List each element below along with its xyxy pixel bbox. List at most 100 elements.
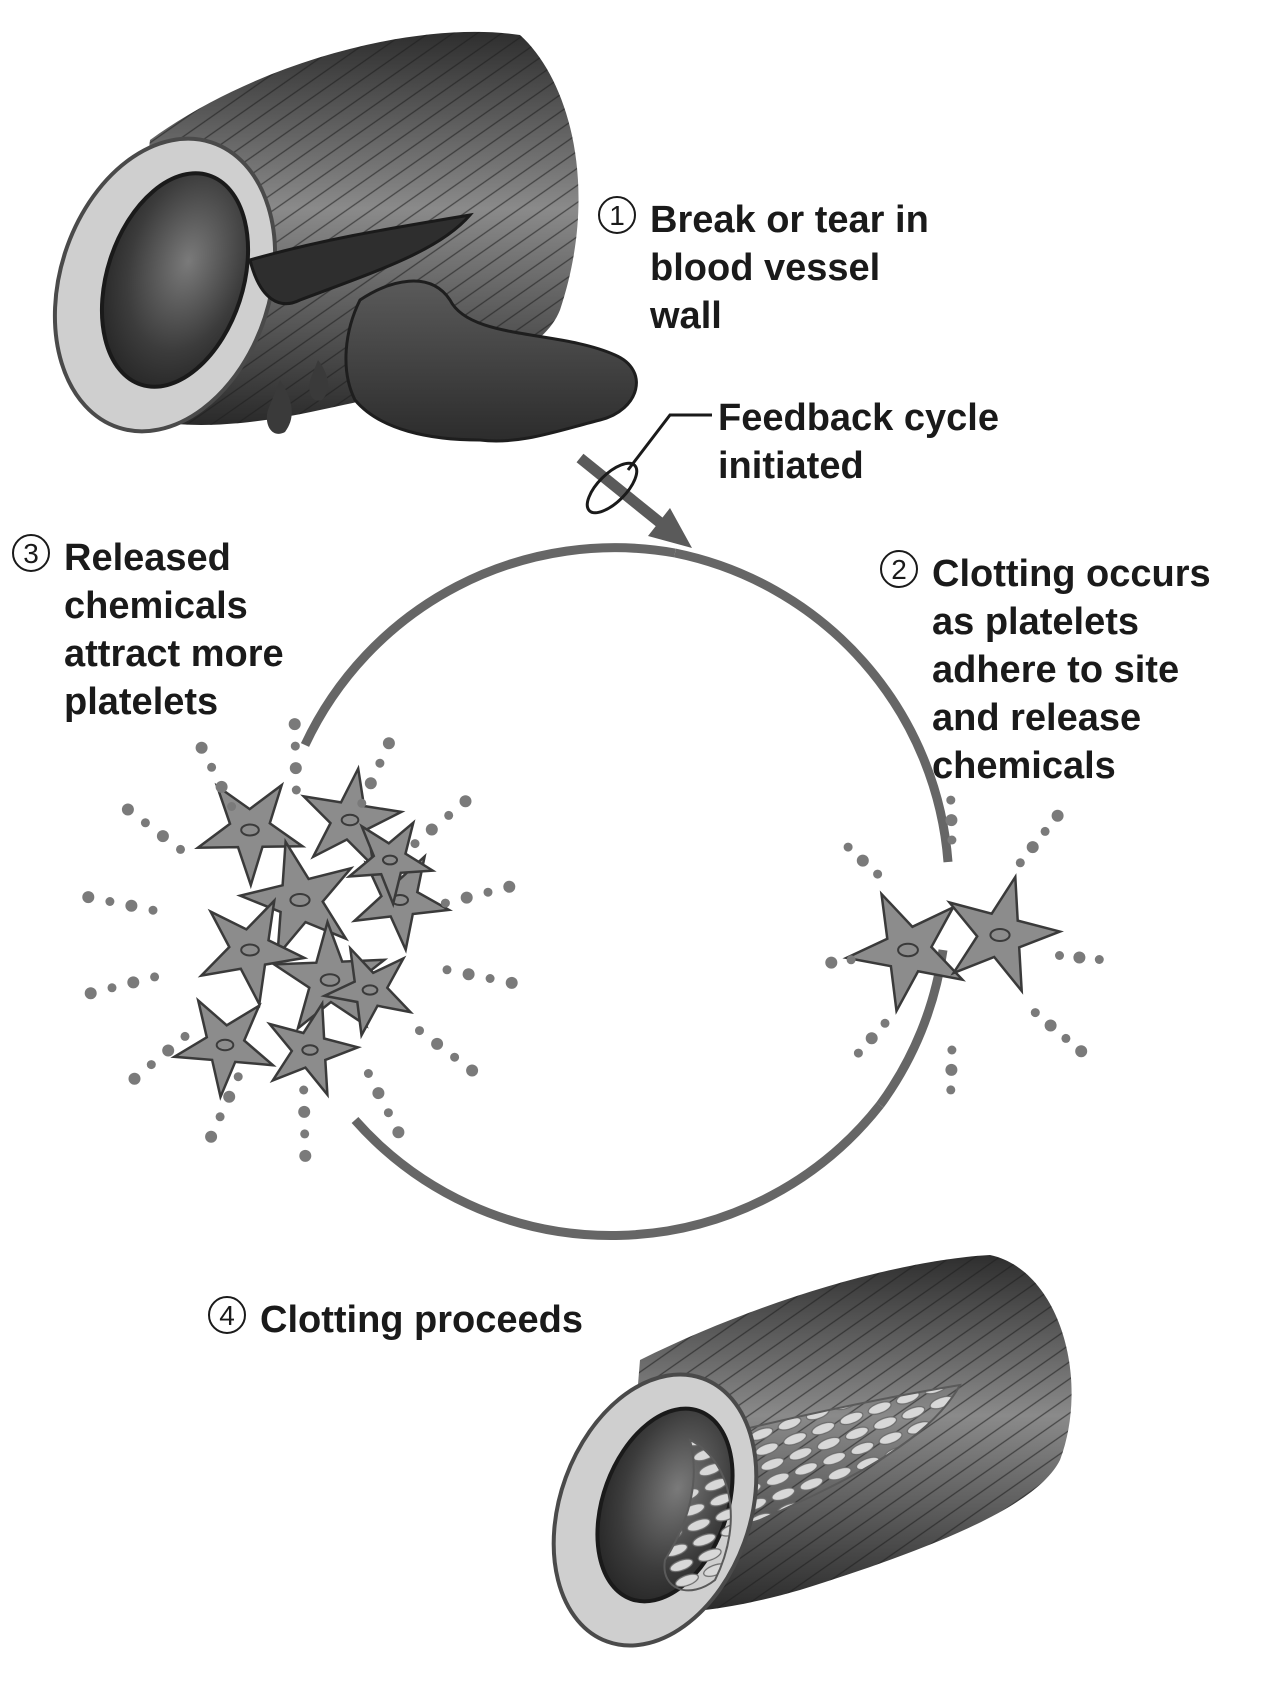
chemical-dot <box>1045 1020 1057 1032</box>
chemical-dot <box>108 983 117 992</box>
chemical-dot <box>1031 1008 1040 1017</box>
step-2-line-1: Clotting occurs <box>932 550 1211 598</box>
chemical-dot <box>946 1085 955 1094</box>
chemical-dot <box>866 1032 878 1044</box>
chemical-dot <box>357 799 366 808</box>
chemical-dot <box>426 824 438 836</box>
chemical-dot <box>945 1064 957 1076</box>
step-3-label: 3 Released chemicals attract more platel… <box>12 534 284 726</box>
chemical-dot <box>873 870 882 879</box>
chemical-dot <box>375 759 384 768</box>
step-1-line-3: wall <box>650 292 929 340</box>
torn-blood-vessel-illustration <box>19 32 637 460</box>
chemical-dot <box>176 845 185 854</box>
chemical-dot <box>854 1049 863 1058</box>
chemical-dot <box>1073 952 1085 964</box>
chemical-dot <box>383 737 395 749</box>
chemical-dot <box>441 899 450 908</box>
chemical-dot <box>298 1106 310 1118</box>
chemical-dot <box>847 955 856 964</box>
chemical-dot <box>181 1032 190 1041</box>
chemical-dot <box>415 1026 424 1035</box>
cycle-arc-left <box>305 548 675 745</box>
chemical-dot <box>450 1053 459 1062</box>
chemical-dot <box>162 1045 174 1057</box>
chemical-dot <box>881 1019 890 1028</box>
chemical-dot <box>299 1150 311 1162</box>
chemical-dot <box>299 1086 308 1095</box>
chemical-dot <box>147 1060 156 1069</box>
chemical-dot <box>1027 841 1039 853</box>
chemical-dot <box>82 891 94 903</box>
chemical-dot <box>945 814 957 826</box>
step-1-line-2: blood vessel <box>650 244 929 292</box>
platelet <box>270 1004 358 1095</box>
feedback-leader-line <box>628 415 712 470</box>
feedback-cycle <box>305 415 948 1235</box>
step-1-number: 1 <box>598 196 636 234</box>
step-2-line-2: as platelets <box>932 598 1211 646</box>
chemical-dot <box>486 974 495 983</box>
chemical-dot <box>1075 1045 1087 1057</box>
platelet <box>174 1001 273 1097</box>
feedback-label-line-1: Feedback cycle <box>718 394 999 442</box>
step-3-line-4: platelets <box>64 678 284 726</box>
chemical-dot <box>150 972 159 981</box>
cycle-arc-bottom <box>355 1105 880 1235</box>
chemical-dot <box>461 892 473 904</box>
feedback-label-line-2: initiated <box>718 442 999 490</box>
chemical-dot <box>125 900 137 912</box>
chemical-dot <box>289 718 301 730</box>
chemical-dot <box>234 1072 243 1081</box>
chemical-dot <box>196 742 208 754</box>
platelet <box>950 877 1060 991</box>
chemical-dot <box>411 839 420 848</box>
clotted-blood-vessel-illustration <box>518 1255 1072 1674</box>
chemical-dot <box>127 976 139 988</box>
step-2-line-3: adhere to site <box>932 646 1211 694</box>
chemical-dot <box>844 843 853 852</box>
step-1-label: 1 Break or tear in blood vessel wall <box>598 196 929 340</box>
chemical-dot <box>444 811 453 820</box>
chemical-dot <box>857 855 869 867</box>
chemical-dot <box>484 888 493 897</box>
chemical-dot <box>291 742 300 751</box>
chemical-dot <box>392 1126 404 1138</box>
chemical-dot <box>372 1087 384 1099</box>
step-3-number: 3 <box>12 534 50 572</box>
chemical-dot <box>216 781 228 793</box>
chemical-dot <box>384 1108 393 1117</box>
step-2-line-4: and release <box>932 694 1211 742</box>
step-2-label: 2 Clotting occurs as platelets adhere to… <box>880 550 1211 790</box>
chemical-dot <box>300 1129 309 1138</box>
chemical-dot <box>1041 827 1050 836</box>
step-1-line-1: Break or tear in <box>650 196 929 244</box>
chemical-dot <box>946 796 955 805</box>
chemical-dot <box>1055 951 1064 960</box>
chemical-dot <box>463 968 475 980</box>
step-3-line-2: chemicals <box>64 582 284 630</box>
step-4-line-1: Clotting proceeds <box>260 1296 583 1344</box>
chemical-dot <box>207 763 216 772</box>
chemical-dot <box>1061 1034 1070 1043</box>
chemical-dot <box>506 977 518 989</box>
chemical-dot <box>947 836 956 845</box>
step-3-line-3: attract more <box>64 630 284 678</box>
chemical-dot <box>825 957 837 969</box>
chemical-dot <box>365 777 377 789</box>
step-2-line-5: chemicals <box>932 742 1211 790</box>
step-4-number: 4 <box>208 1296 246 1334</box>
chemical-dot <box>290 762 302 774</box>
step-3-line-1: Released <box>64 534 284 582</box>
chemical-dot <box>227 802 236 811</box>
chemical-dot <box>105 897 114 906</box>
chemical-dot <box>1095 955 1104 964</box>
chemical-dot <box>503 881 515 893</box>
chemical-dot <box>122 804 134 816</box>
step-2-number: 2 <box>880 550 918 588</box>
platelet-cluster-large <box>82 718 517 1162</box>
chemical-dot <box>460 795 472 807</box>
chemical-dot <box>223 1091 235 1103</box>
chemical-dot <box>431 1038 443 1050</box>
chemical-dot <box>1016 858 1025 867</box>
